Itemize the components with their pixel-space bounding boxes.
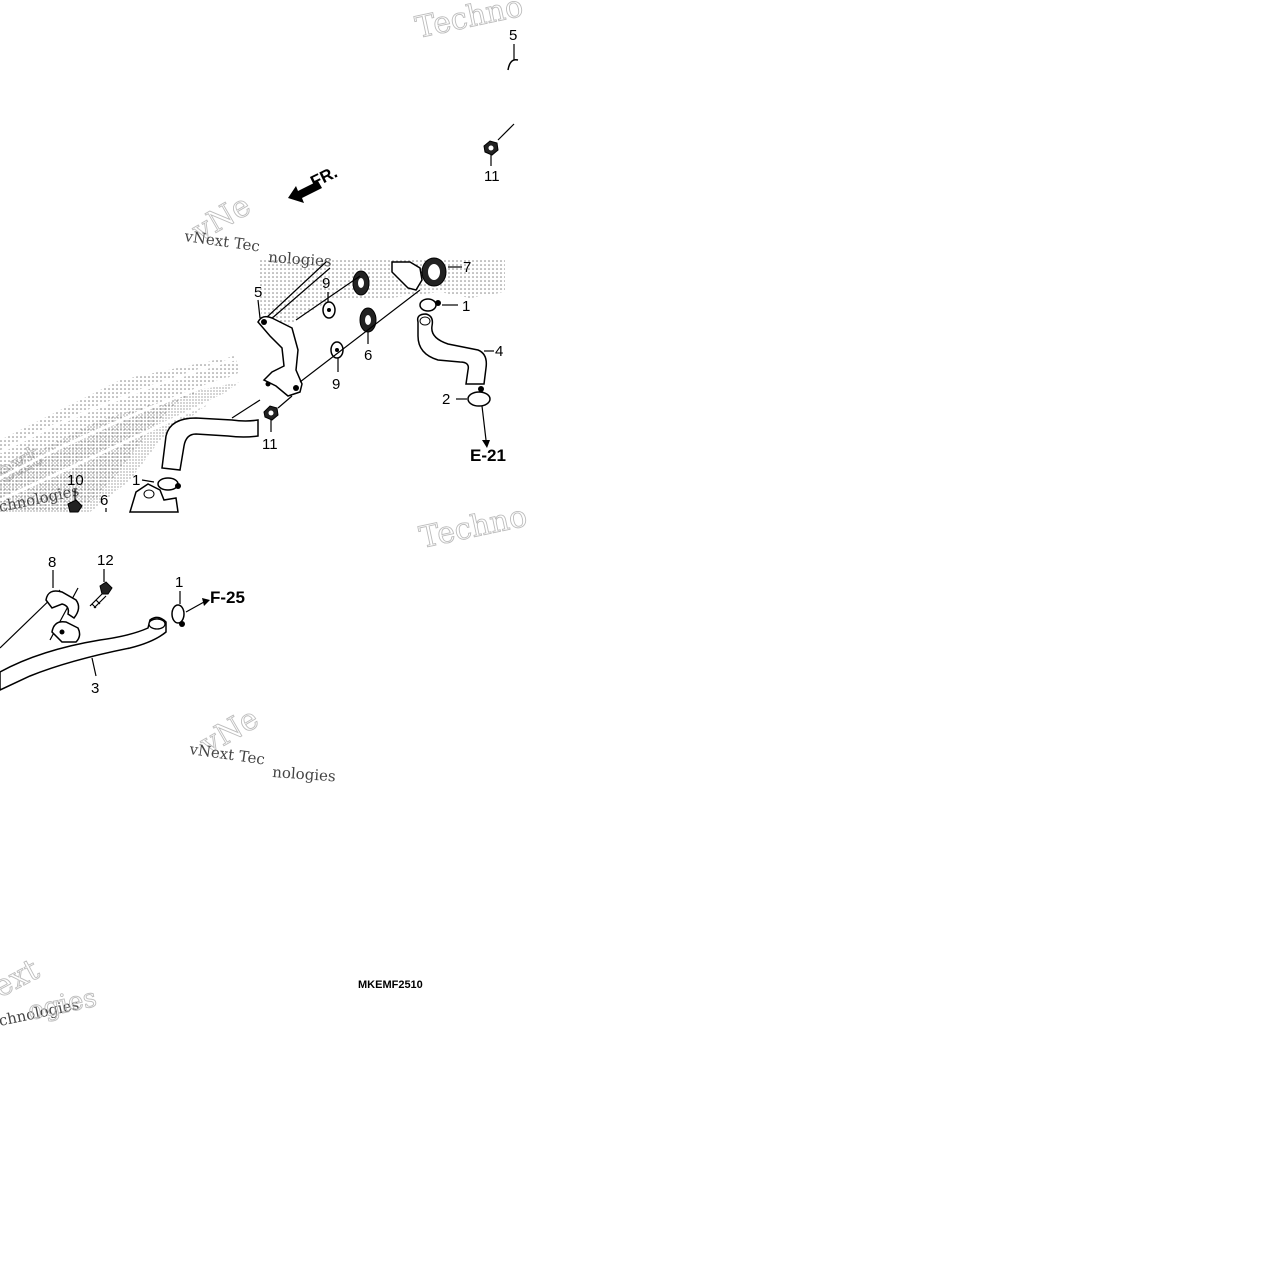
callout-1c: 1 [175,574,183,591]
callout-5: 5 [254,284,262,301]
callout-8: 8 [48,554,56,571]
callout-9a: 9 [322,275,330,292]
radiator-hose [161,417,259,471]
bolt-10 [67,499,83,513]
callout-3: 3 [91,680,99,697]
callout-11: 11 [262,436,278,453]
flange-nut-11-top [483,140,499,156]
lower-assembly: 8 12 3 1 F-25 [0,552,245,697]
callout-11-top: 11 [484,168,500,185]
watermark-text: vNext Tec [187,740,266,769]
callout-1b: 1 [132,472,140,489]
grommet-6-upper [352,270,370,296]
top-fragment: 5 11 [483,27,519,185]
flange-nut-11 [263,405,279,421]
watermark-text: vNext Tec [182,227,261,256]
mounting-bracket-5 [257,315,303,397]
callout-6a: 6 [364,347,372,364]
callout-12: 12 [97,552,114,569]
grommet-6-lower [359,307,377,333]
water-pipe-7 [391,257,447,291]
callout-10: 10 [67,472,84,489]
hose-clamp-1-upper [419,298,441,312]
callout-6b: 6 [100,492,108,509]
callout-7: 7 [463,259,471,276]
watermark-layer: Techno vNe vNext Tec nologies Techno vNe… [0,0,531,1030]
hose-clamp-1-left [157,477,181,491]
callout-1a: 1 [462,298,470,315]
thermostat-housing [128,483,179,513]
bolt-12 [89,581,113,609]
hose-clamp-1-lower [171,604,185,627]
front-arrow-icon [288,181,322,203]
pipe-clamp-8 [45,590,80,620]
reference-e21: E-21 [470,446,506,465]
callout-5-top: 5 [509,27,517,44]
callout-4: 4 [495,343,503,360]
diagram-code: MKEMF2510 [358,979,423,991]
reference-f25: F-25 [210,588,245,607]
water-hose-4 [416,313,488,385]
hose-clamp-2 [467,386,491,407]
front-direction-arrow: FR. [288,163,340,203]
water-pipe-3 [0,616,167,691]
watermark-text: ogies [25,983,99,1027]
watermark-text: Techno [416,499,530,556]
callout-9b: 9 [332,376,340,393]
watermark-text: nologies [272,763,337,785]
upper-assembly: 5 9 9 6 [0,257,506,513]
callout-2: 2 [442,391,450,408]
